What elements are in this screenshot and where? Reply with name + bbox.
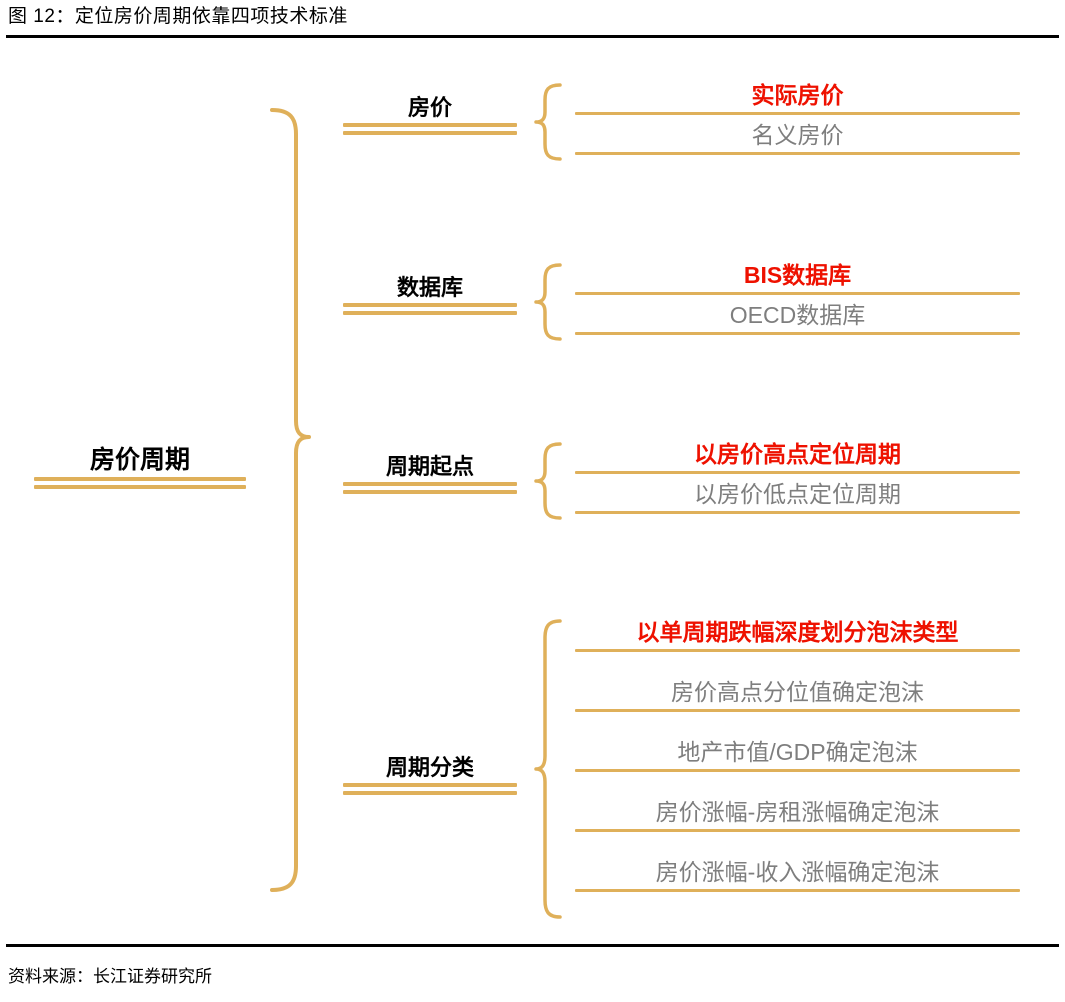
tree-branch-underline-1: [343, 123, 517, 135]
leaf-label: 地产市值/GDP确定泡沫: [677, 739, 918, 765]
leaf-label: 房价高点分位值确定泡沫: [671, 679, 924, 705]
leaf-label: 房价涨幅-房租涨幅确定泡沫: [655, 799, 940, 825]
leaf-underline: [575, 889, 1020, 892]
page-title: 图 12：定位房价周期依靠四项技术标准: [8, 6, 348, 27]
brace-branch-2: [534, 263, 562, 341]
connector-braces: [270, 83, 562, 919]
leaf-underline: [575, 152, 1020, 155]
leaf-item[interactable]: 以单周期跌幅深度划分泡沫类型: [575, 615, 1020, 652]
brace-branch-4: [534, 619, 562, 919]
tree-branch-underline-3: [343, 482, 517, 494]
leaf-label: 房价涨幅-收入涨幅确定泡沫: [655, 859, 940, 885]
brace-root: [270, 108, 311, 892]
tree-branch-label-2: 数据库: [396, 275, 463, 300]
leaf-underline: [575, 649, 1020, 652]
leaf-item[interactable]: 地产市值/GDP确定泡沫: [575, 735, 1020, 772]
leaf-item[interactable]: 实际房价: [575, 78, 1020, 115]
leaf-underline: [575, 769, 1020, 772]
leaf-item[interactable]: OECD数据库: [575, 298, 1020, 335]
leaf-underline: [575, 292, 1020, 295]
leaf-item[interactable]: 以房价高点定位周期: [575, 437, 1020, 474]
leaf-label: 以房价低点定位周期: [694, 481, 901, 507]
footer-divider: [6, 944, 1059, 947]
tree-branch-label-4: 周期分类: [385, 755, 474, 780]
leaf-item[interactable]: 以房价低点定位周期: [575, 477, 1020, 514]
leaf-item[interactable]: 房价高点分位值确定泡沫: [575, 675, 1020, 712]
leaf-item[interactable]: 名义房价: [575, 118, 1020, 155]
tree-diagram: 房价周期 房价 数据库 周期起点 周期分类 实际房价 名义房价 BIS数据库 O…: [0, 38, 1065, 943]
brace-branch-1: [534, 83, 562, 161]
leaf-label: OECD数据库: [729, 302, 866, 328]
tree-branch-underline-2: [343, 303, 517, 315]
tree-branch-node-1[interactable]: 房价: [330, 93, 530, 135]
leaf-underline: [575, 112, 1020, 115]
leaf-underline: [575, 332, 1020, 335]
tree-branch-node-2[interactable]: 数据库: [330, 273, 530, 315]
brace-branch-3: [534, 442, 562, 520]
figure-header: 图 12：定位房价周期依靠四项技术标准: [0, 0, 1065, 36]
leaf-underline: [575, 511, 1020, 514]
tree-branch-label-1: 房价: [407, 95, 452, 120]
leaf-item[interactable]: BIS数据库: [575, 258, 1020, 295]
source-note: 资料来源：长江证券研究所: [8, 967, 212, 986]
tree-root-node[interactable]: 房价周期: [20, 443, 260, 489]
tree-root-underline: [34, 477, 246, 489]
leaf-label: 名义房价: [751, 122, 844, 148]
leaf-label: 以单周期跌幅深度划分泡沫类型: [636, 619, 959, 645]
tree-branch-label-3: 周期起点: [385, 454, 474, 479]
tree-branch-node-3[interactable]: 周期起点: [330, 452, 530, 494]
leaf-label: BIS数据库: [743, 262, 852, 288]
leaf-underline: [575, 471, 1020, 474]
leaf-label: 以房价高点定位周期: [694, 441, 901, 467]
header-divider: [6, 35, 1059, 38]
leaf-item[interactable]: 房价涨幅-房租涨幅确定泡沫: [575, 795, 1020, 832]
leaf-item[interactable]: 房价涨幅-收入涨幅确定泡沫: [575, 855, 1020, 892]
leaf-label: 实际房价: [751, 82, 844, 108]
tree-root-label: 房价周期: [89, 446, 190, 474]
tree-branch-underline-4: [343, 783, 517, 795]
leaf-underline: [575, 709, 1020, 712]
tree-branch-node-4[interactable]: 周期分类: [330, 753, 530, 795]
leaf-underline: [575, 829, 1020, 832]
